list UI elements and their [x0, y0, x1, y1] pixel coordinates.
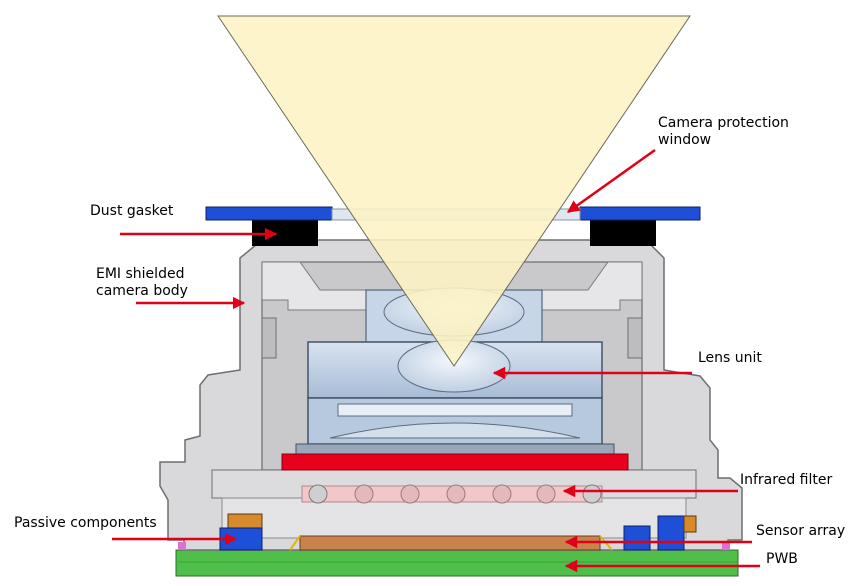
- label-camera-protection-window: Camera protection window: [658, 115, 789, 148]
- callout-arrows: [112, 148, 760, 573]
- pwb-board: [175, 549, 739, 577]
- label-sensor-array: Sensor array: [756, 523, 846, 539]
- label-lens-unit: Lens unit: [698, 350, 762, 366]
- red-retainer: [281, 453, 629, 471]
- sensor-array: [289, 535, 613, 551]
- infrared-filter: [301, 484, 603, 504]
- label-pwb: PWB: [766, 551, 798, 567]
- label-infrared-filter: Infrared filter: [740, 472, 833, 488]
- light-cone: [217, 15, 691, 367]
- arrow-camera-protection-window: [566, 148, 656, 214]
- label-passive-components: Passive components: [14, 515, 157, 531]
- label-dust-gasket: Dust gasket: [90, 203, 174, 219]
- label-emi-shielded-camera-body: EMI shielded camera body: [96, 266, 188, 299]
